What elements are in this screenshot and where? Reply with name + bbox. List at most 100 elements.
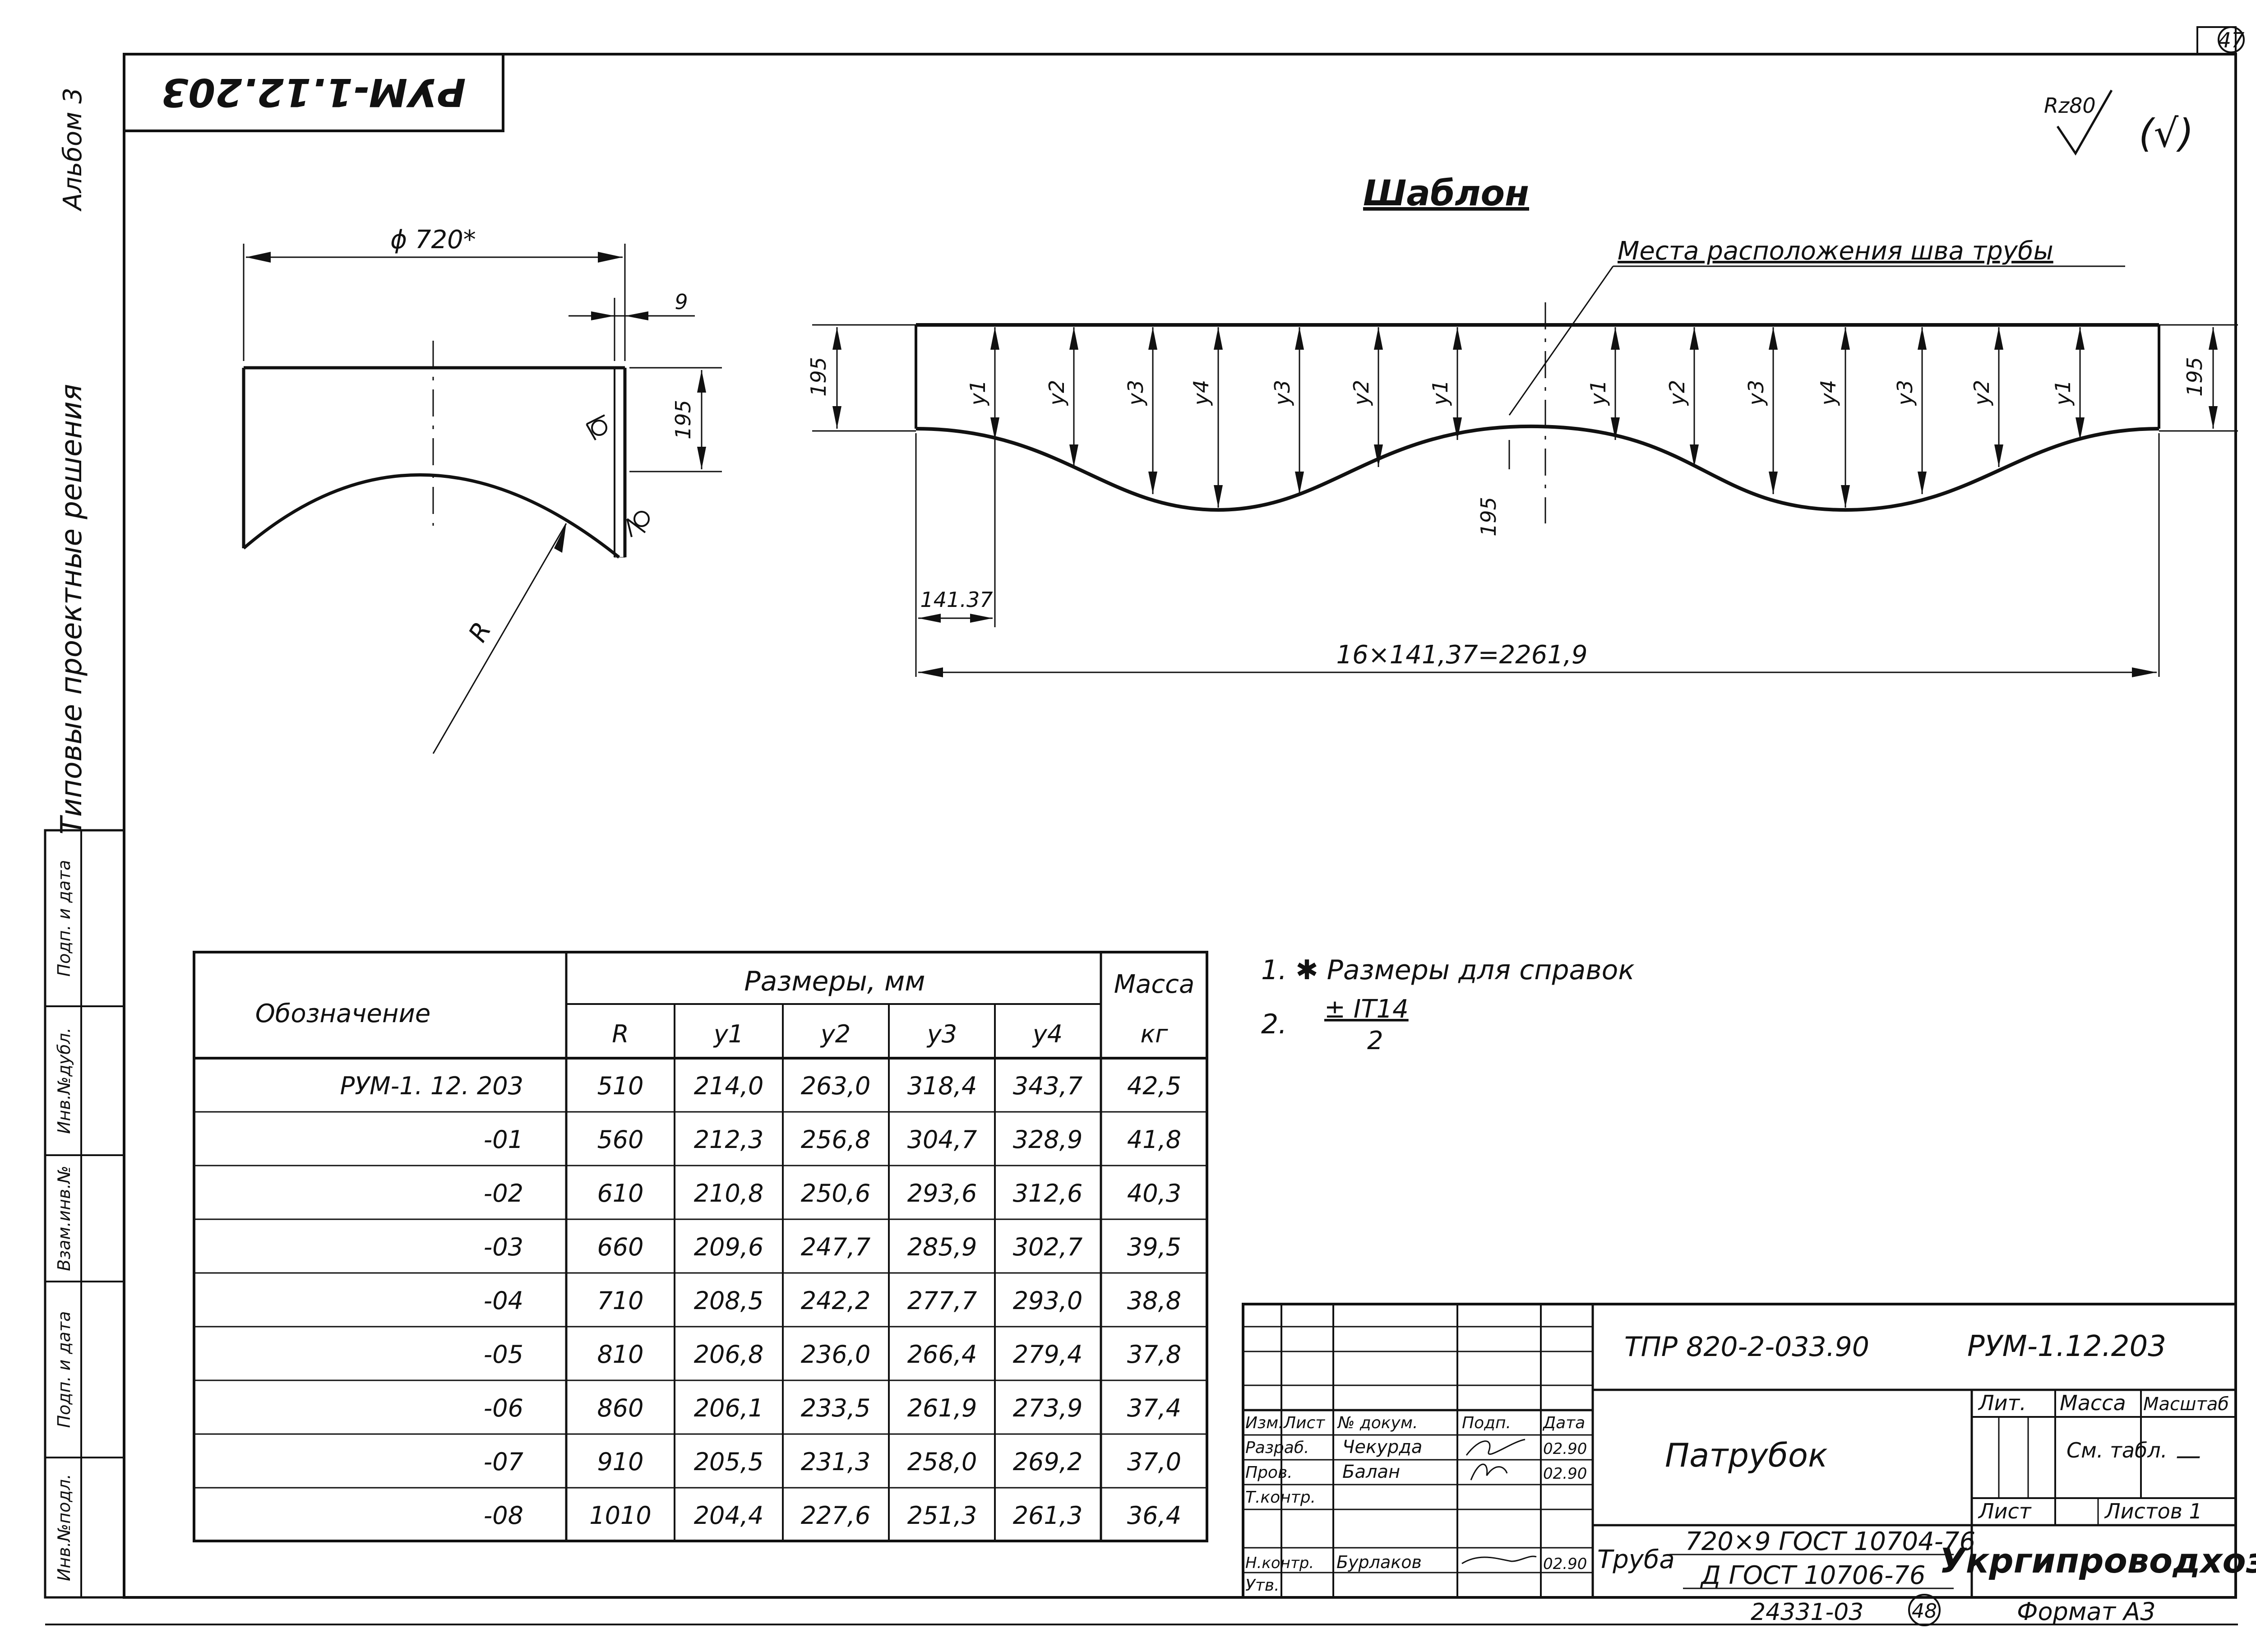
table-cell: 269,2 — [1013, 1448, 1083, 1476]
table-cell: 273,9 — [1013, 1394, 1083, 1422]
table-cell: 343,7 — [1013, 1072, 1083, 1100]
date-checker: 02.90 — [1543, 1465, 1587, 1483]
ordinate-arrow-top — [990, 327, 999, 350]
total-length-dim: 16×141,37=2261,9 — [1336, 640, 1588, 670]
ordinate-label: у1 — [966, 380, 990, 407]
scale-label: Масштаб — [2143, 1394, 2229, 1415]
ordinate-arrow-top — [1148, 327, 1157, 350]
series-label: Типовые проектные решения — [55, 384, 88, 835]
ordinate-arrow-top — [1069, 327, 1078, 350]
part-name: Патрубок — [1665, 1436, 1827, 1474]
stamp-dup-inv: Инв.№дубл. — [54, 1027, 74, 1134]
table-subheader: у2 — [820, 1020, 851, 1048]
material-prefix: Труба — [1597, 1545, 1675, 1574]
archive-circle — [1908, 1594, 1941, 1626]
table-cell: 860 — [597, 1394, 643, 1422]
note-1: 1. ✱ Размеры для справок — [1261, 954, 1635, 986]
name-developer: Чекурда — [1342, 1437, 1422, 1458]
table-cell: 279,4 — [1013, 1340, 1083, 1369]
notes: 1. ✱ Размеры для справок 2. ± IT14 2 — [1261, 954, 1635, 1055]
signature-norm-control — [1461, 1555, 1537, 1564]
table-cell: 810 — [597, 1340, 643, 1369]
ordinate-arrow-bottom — [1769, 472, 1778, 494]
material-bottom: Д ГОСТ 10706-76 — [1700, 1561, 1926, 1590]
table-cell: -02 — [484, 1179, 523, 1208]
table-cell: 266,4 — [907, 1340, 977, 1369]
table-cell: 210,8 — [694, 1179, 764, 1208]
table-cell: -01 — [484, 1125, 523, 1154]
sheet-label: Лист — [1978, 1499, 2032, 1523]
table-cell: 293,6 — [907, 1179, 977, 1208]
table-cell: 250,6 — [801, 1179, 871, 1208]
table-cell: 277,7 — [907, 1286, 977, 1315]
ordinate-arrow-bottom — [1611, 417, 1620, 440]
radius-label: R — [463, 617, 497, 647]
ordinate-arrow-top — [1295, 327, 1304, 350]
table-cell: 42,5 — [1127, 1072, 1181, 1100]
table-cell: 302,7 — [1013, 1233, 1083, 1261]
header-sizes: Размеры, мм — [744, 966, 925, 997]
ordinate-arrow-bottom — [1994, 444, 2003, 467]
ordinate-arrow-top — [1453, 327, 1462, 350]
roughness-symbol: Rz80 (√) — [2044, 89, 2194, 156]
ordinate-arrow-top — [1841, 327, 1850, 350]
ordinate-arrow-bottom — [1295, 472, 1304, 494]
table-cell: 312,6 — [1013, 1179, 1083, 1208]
table-subheader: у4 — [1032, 1020, 1063, 1048]
thickness-label: 9 — [675, 290, 688, 314]
table-cell: 39,5 — [1127, 1233, 1181, 1261]
scale-value: — — [2176, 1441, 2201, 1471]
side-height-label: 195 — [671, 400, 695, 440]
mass-label: Масса — [2060, 1391, 2126, 1415]
table-cell: 251,3 — [907, 1501, 977, 1530]
doc-code: РУМ-1.12.203 — [1967, 1330, 2166, 1363]
table-cell: -06 — [484, 1394, 523, 1422]
table-cell: 710 — [597, 1286, 643, 1315]
table-cell: 910 — [597, 1448, 643, 1476]
header-mass: Масса — [1114, 970, 1195, 999]
sheet-number-circle — [2218, 26, 2245, 53]
col-header-change: Изм. — [1245, 1414, 1284, 1432]
table-cell: 1010 — [589, 1501, 651, 1530]
table-cell: 205,5 — [694, 1448, 764, 1476]
table-cell: -03 — [484, 1233, 523, 1261]
table-cell: 263,0 — [801, 1072, 871, 1100]
table-cell: -05 — [484, 1340, 523, 1369]
ordinate-arrow-bottom — [1148, 472, 1157, 494]
project-code: ТПР 820-2-033.90 — [1624, 1331, 1869, 1363]
ordinate-arrow-bottom — [1069, 444, 1078, 467]
header-designation: Обозначение — [255, 999, 431, 1028]
table-cell: 261,3 — [1013, 1501, 1083, 1530]
table-cell: 293,0 — [1013, 1286, 1083, 1315]
ordinate-arrow-bottom — [1690, 444, 1699, 467]
name-checker: Балан — [1342, 1462, 1400, 1482]
table-cell: 37,8 — [1127, 1340, 1181, 1369]
archive-circle-number: 48 — [1912, 1600, 1937, 1623]
role-checker: Пров. — [1245, 1463, 1293, 1482]
table-cell: 227,6 — [801, 1501, 871, 1530]
table-cell: 285,9 — [907, 1233, 977, 1261]
note-2-number: 2. — [1261, 1009, 1287, 1040]
table-cell: 37,0 — [1127, 1448, 1181, 1476]
col-header-sheet: Лист — [1283, 1414, 1325, 1432]
table-cell: 328,9 — [1013, 1125, 1083, 1154]
table-cell: 242,2 — [801, 1286, 871, 1315]
col-header-date: Дата — [1542, 1414, 1585, 1432]
table-cell: 304,7 — [907, 1125, 977, 1154]
table-cell: 208,5 — [694, 1286, 764, 1315]
table-cell: 560 — [597, 1125, 643, 1154]
sheet-number-box — [2196, 26, 2237, 55]
mass-value: См. табл. — [2066, 1438, 2167, 1462]
template-curve — [915, 424, 2159, 512]
table-cell: 209,6 — [694, 1233, 764, 1261]
outer-frame — [123, 53, 2237, 1599]
ordinate-arrow-top — [1690, 327, 1699, 350]
middle-height-dim: 195 — [1476, 497, 1501, 537]
archive-number: 24331-03 — [1751, 1599, 1863, 1626]
corner-code: РУМ-1.12.203 — [162, 69, 466, 115]
table-cell: 214,0 — [694, 1072, 764, 1100]
ordinate-arrow-top — [1918, 327, 1927, 350]
